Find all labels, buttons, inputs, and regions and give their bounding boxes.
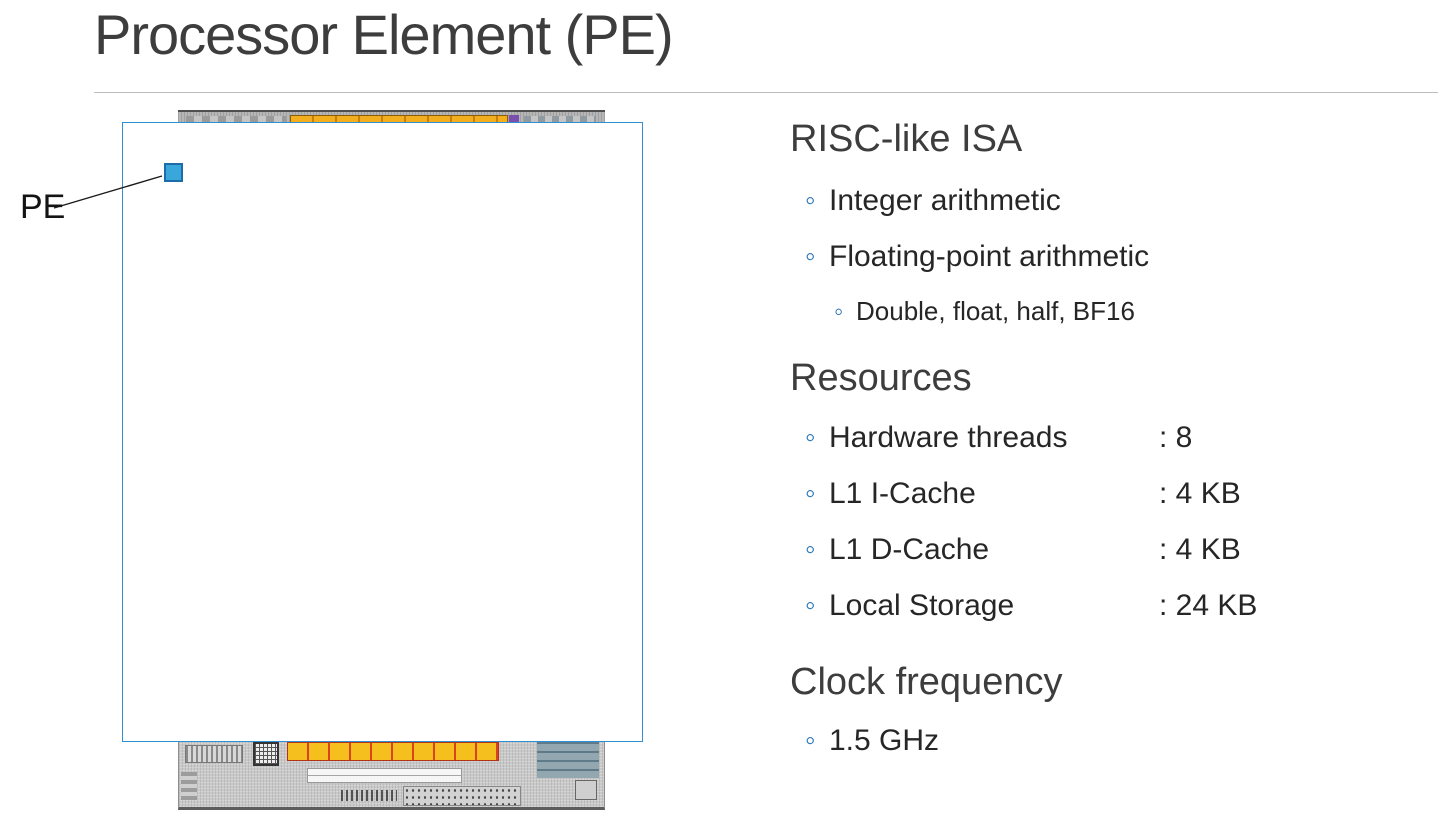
- resource-value: : 8: [1159, 421, 1193, 454]
- bullet-floating-point: ◦ Floating-point arithmetic: [790, 240, 1149, 274]
- resource-label: Hardware threads: [829, 421, 1068, 454]
- sub-bullet-fp-types: ◦ Double, float, half, BF16: [790, 296, 1135, 327]
- die-silkscreen-text: [341, 790, 397, 801]
- pe-zoom-callout-box: [122, 122, 643, 742]
- die-modules-left: [186, 116, 286, 124]
- die-sram-block: [185, 745, 243, 763]
- resource-label: Local Storage: [829, 589, 1015, 622]
- bullet-integer-arithmetic: ◦ Integer arithmetic: [790, 184, 1061, 218]
- bullet-icon: ◦: [834, 296, 844, 326]
- die-photo-bottom-strip: [178, 742, 605, 810]
- die-logo-mark: [575, 780, 597, 800]
- bullet-icon: ◦: [805, 421, 816, 454]
- title-divider: [94, 92, 1438, 93]
- bullet-text: Double, float, half, BF16: [856, 296, 1135, 326]
- bullet-text: 1.5 GHz: [829, 724, 940, 757]
- bullet-icon: ◦: [805, 724, 816, 757]
- die-io-modules: [537, 742, 599, 778]
- die-bar-structures: [307, 768, 462, 783]
- resource-row-local-storage: ◦ Local Storage : 24 KB: [790, 589, 1257, 623]
- section-heading-isa: RISC-like ISA: [790, 118, 1023, 160]
- resource-value: : 4 KB: [1159, 477, 1241, 510]
- bullet-text: Floating-point arithmetic: [829, 240, 1150, 273]
- resource-label: L1 I-Cache: [829, 477, 976, 510]
- resource-label: L1 D-Cache: [829, 533, 990, 566]
- bullet-clock-speed: ◦ 1.5 GHz: [790, 724, 939, 758]
- die-purple-cell: [509, 115, 519, 124]
- die-edge-blocks: [181, 772, 197, 800]
- bullet-text: Integer arithmetic: [829, 184, 1061, 217]
- die-modules-right: [524, 116, 596, 124]
- die-yellow-cells-row: [287, 742, 499, 761]
- die-grid-block: [253, 742, 279, 766]
- bullet-icon: ◦: [805, 240, 816, 273]
- resource-value: : 24 KB: [1159, 589, 1258, 622]
- bullet-icon: ◦: [805, 533, 816, 566]
- resource-row-l1-icache: ◦ L1 I-Cache : 4 KB: [790, 477, 1241, 511]
- resource-row-l1-dcache: ◦ L1 D-Cache : 4 KB: [790, 533, 1241, 567]
- resource-row-hw-threads: ◦ Hardware threads : 8: [790, 421, 1192, 455]
- bullet-icon: ◦: [805, 477, 816, 510]
- pe-label: PE: [20, 188, 66, 226]
- pe-highlight-square: [164, 163, 183, 182]
- section-heading-resources: Resources: [790, 357, 972, 399]
- bullet-icon: ◦: [805, 589, 816, 622]
- resource-value: : 4 KB: [1159, 533, 1241, 566]
- die-pad-array: [403, 786, 521, 806]
- bullet-icon: ◦: [805, 184, 816, 217]
- pe-connector-line: [53, 175, 163, 209]
- section-heading-clock: Clock frequency: [790, 661, 1063, 703]
- page-title: Processor Element (PE): [94, 3, 674, 66]
